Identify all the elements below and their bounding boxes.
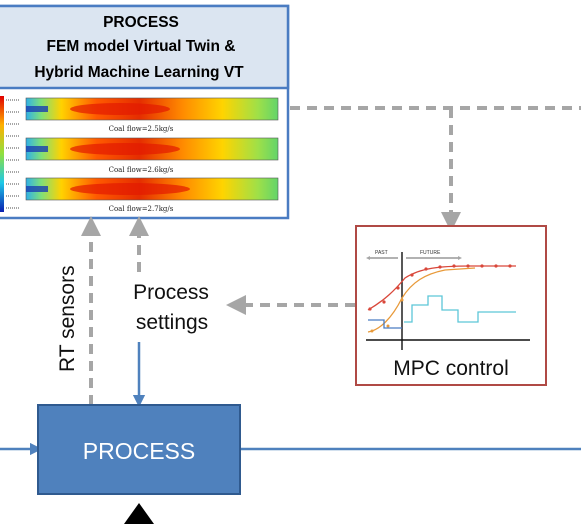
twin-title-line2: FEM model Virtual Twin & [47,38,236,55]
mpc-frame [355,225,547,386]
process-block-label: PROCESS [83,438,195,464]
process-settings-label-line2: settings [136,311,208,334]
mpc-chart: PAST FUTURE [366,250,530,350]
twin-panel-header [0,4,290,90]
process-block-rect [37,404,241,495]
simulation-caption-2: Coal flow=2.6kg/s [109,166,174,174]
process-flow-lines [0,342,581,456]
dashed-connectors [81,106,581,405]
mpc-output-points [370,298,404,333]
process-settings-label-line1: Process [133,281,209,304]
colorbar-tick-labels [6,99,20,209]
simulation-caption-1: Coal flow=2.5kg/s [109,125,174,133]
disturbance-arrow [124,503,154,524]
mpc-future-label: FUTURE [420,250,441,256]
colorbar-legend [0,96,4,212]
simulation-2: Coal flow=2.6kg/s [25,137,279,174]
virtual-twin-panel: PROCESS FEM model Virtual Twin & Hybrid … [0,4,290,220]
twin-title-line3: Hybrid Machine Learning VT [34,64,244,81]
twin-title-line1: PROCESS [103,14,179,31]
mpc-past-label: PAST [375,250,388,256]
simulation-3: Coal flow=2.7kg/s [25,177,279,213]
simulation-caption-3: Coal flow=2.7kg/s [109,205,174,213]
mpc-control-box: PAST FUTURE MPC control [355,225,547,386]
simulation-1: Coal flow=2.5kg/s [25,97,279,133]
mpc-control-label: MPC control [393,357,509,380]
rt-sensors-label: RT sensors [56,265,79,372]
process-block: PROCESS [37,404,241,495]
mpc-past-input [368,319,402,329]
mpc-reference-points [368,264,512,311]
mpc-output-curve [367,267,476,333]
mpc-control-input-steps [404,295,516,323]
